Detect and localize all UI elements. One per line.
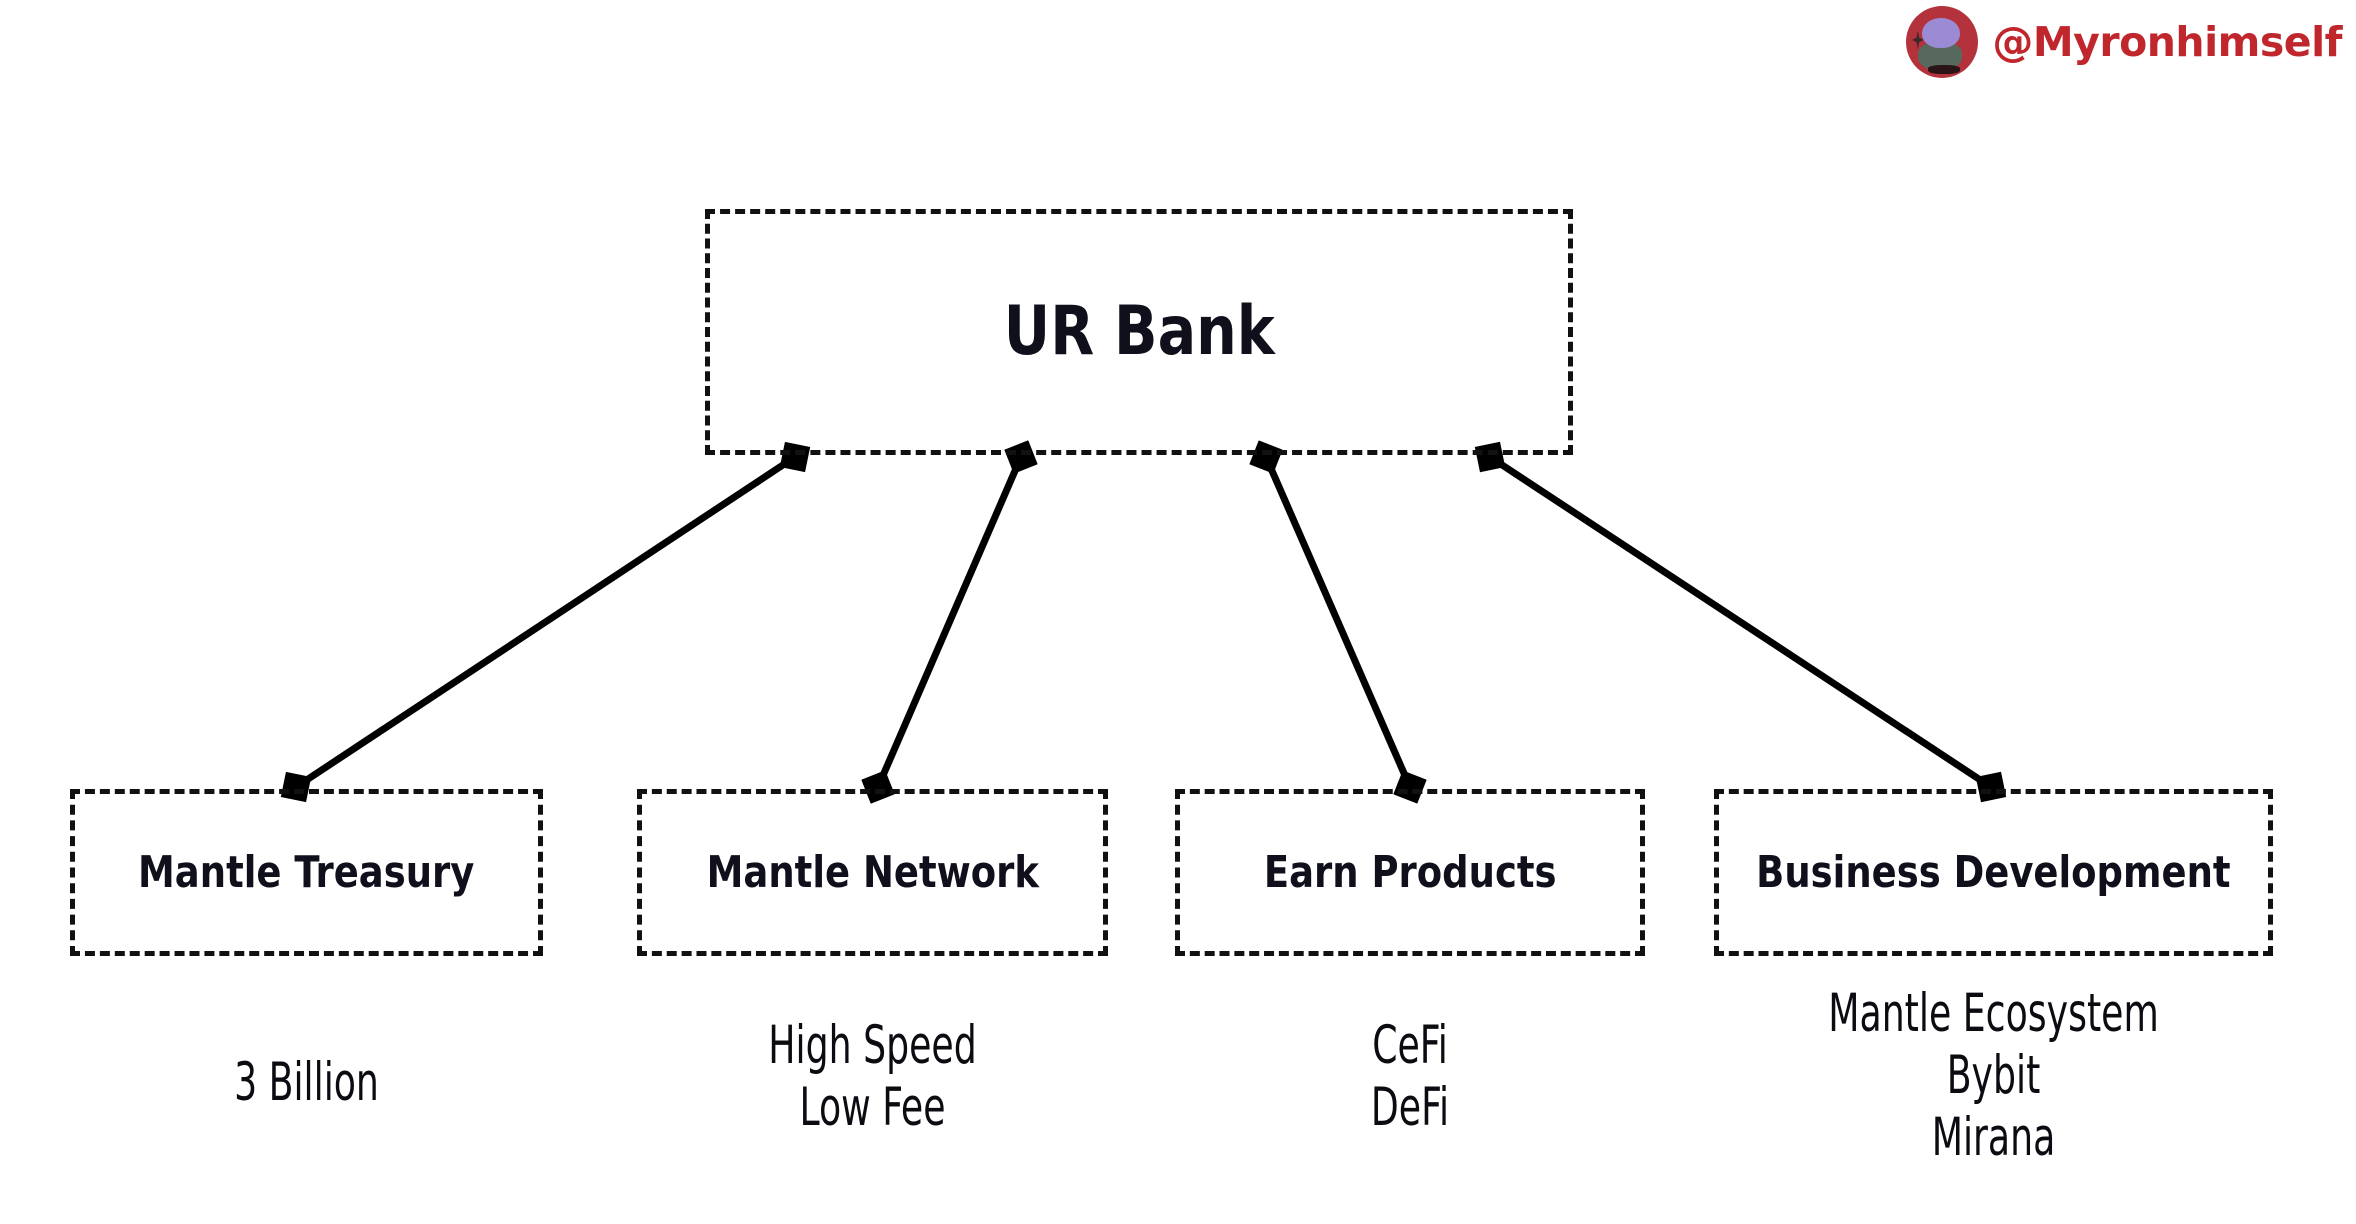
node-earn-products[interactable]: Earn Products (1175, 789, 1645, 956)
caption-mantle-treasury: 3 Billion (234, 1052, 379, 1113)
node-business-development-label: Business Development (1756, 846, 2231, 898)
avatar-head-shape (1922, 17, 1960, 48)
node-mantle-network-label: Mantle Network (706, 846, 1039, 898)
caption-business-development: Mantle Ecosystem Bybit Mirana (1828, 983, 2159, 1168)
watermark-handle: @Myronhimself (1992, 18, 2342, 66)
avatar-spark-shape (1912, 30, 1924, 50)
node-mantle-network[interactable]: Mantle Network (637, 789, 1108, 956)
avatar-icon (1906, 6, 1979, 78)
node-ur-bank[interactable]: UR Bank (705, 209, 1573, 455)
node-ur-bank-label: UR Bank (1003, 292, 1275, 371)
node-business-development[interactable]: Business Development (1714, 789, 2273, 956)
node-earn-products-label: Earn Products (1263, 846, 1557, 898)
avatar-base-shape (1927, 65, 1960, 74)
caption-mantle-network: High Speed Low Fee (768, 1015, 977, 1138)
connector-root-to-bizdev (1474, 441, 2007, 803)
watermark: @Myronhimself (1906, 6, 2342, 78)
node-mantle-treasury-label: Mantle Treasury (138, 846, 475, 898)
node-mantle-treasury[interactable]: Mantle Treasury (70, 789, 543, 956)
caption-earn-products: CeFi DeFi (1370, 1015, 1450, 1138)
connector-root-to-network (861, 440, 1038, 804)
connector-root-to-earn (1249, 440, 1427, 804)
connector-root-to-treasury (280, 441, 811, 803)
